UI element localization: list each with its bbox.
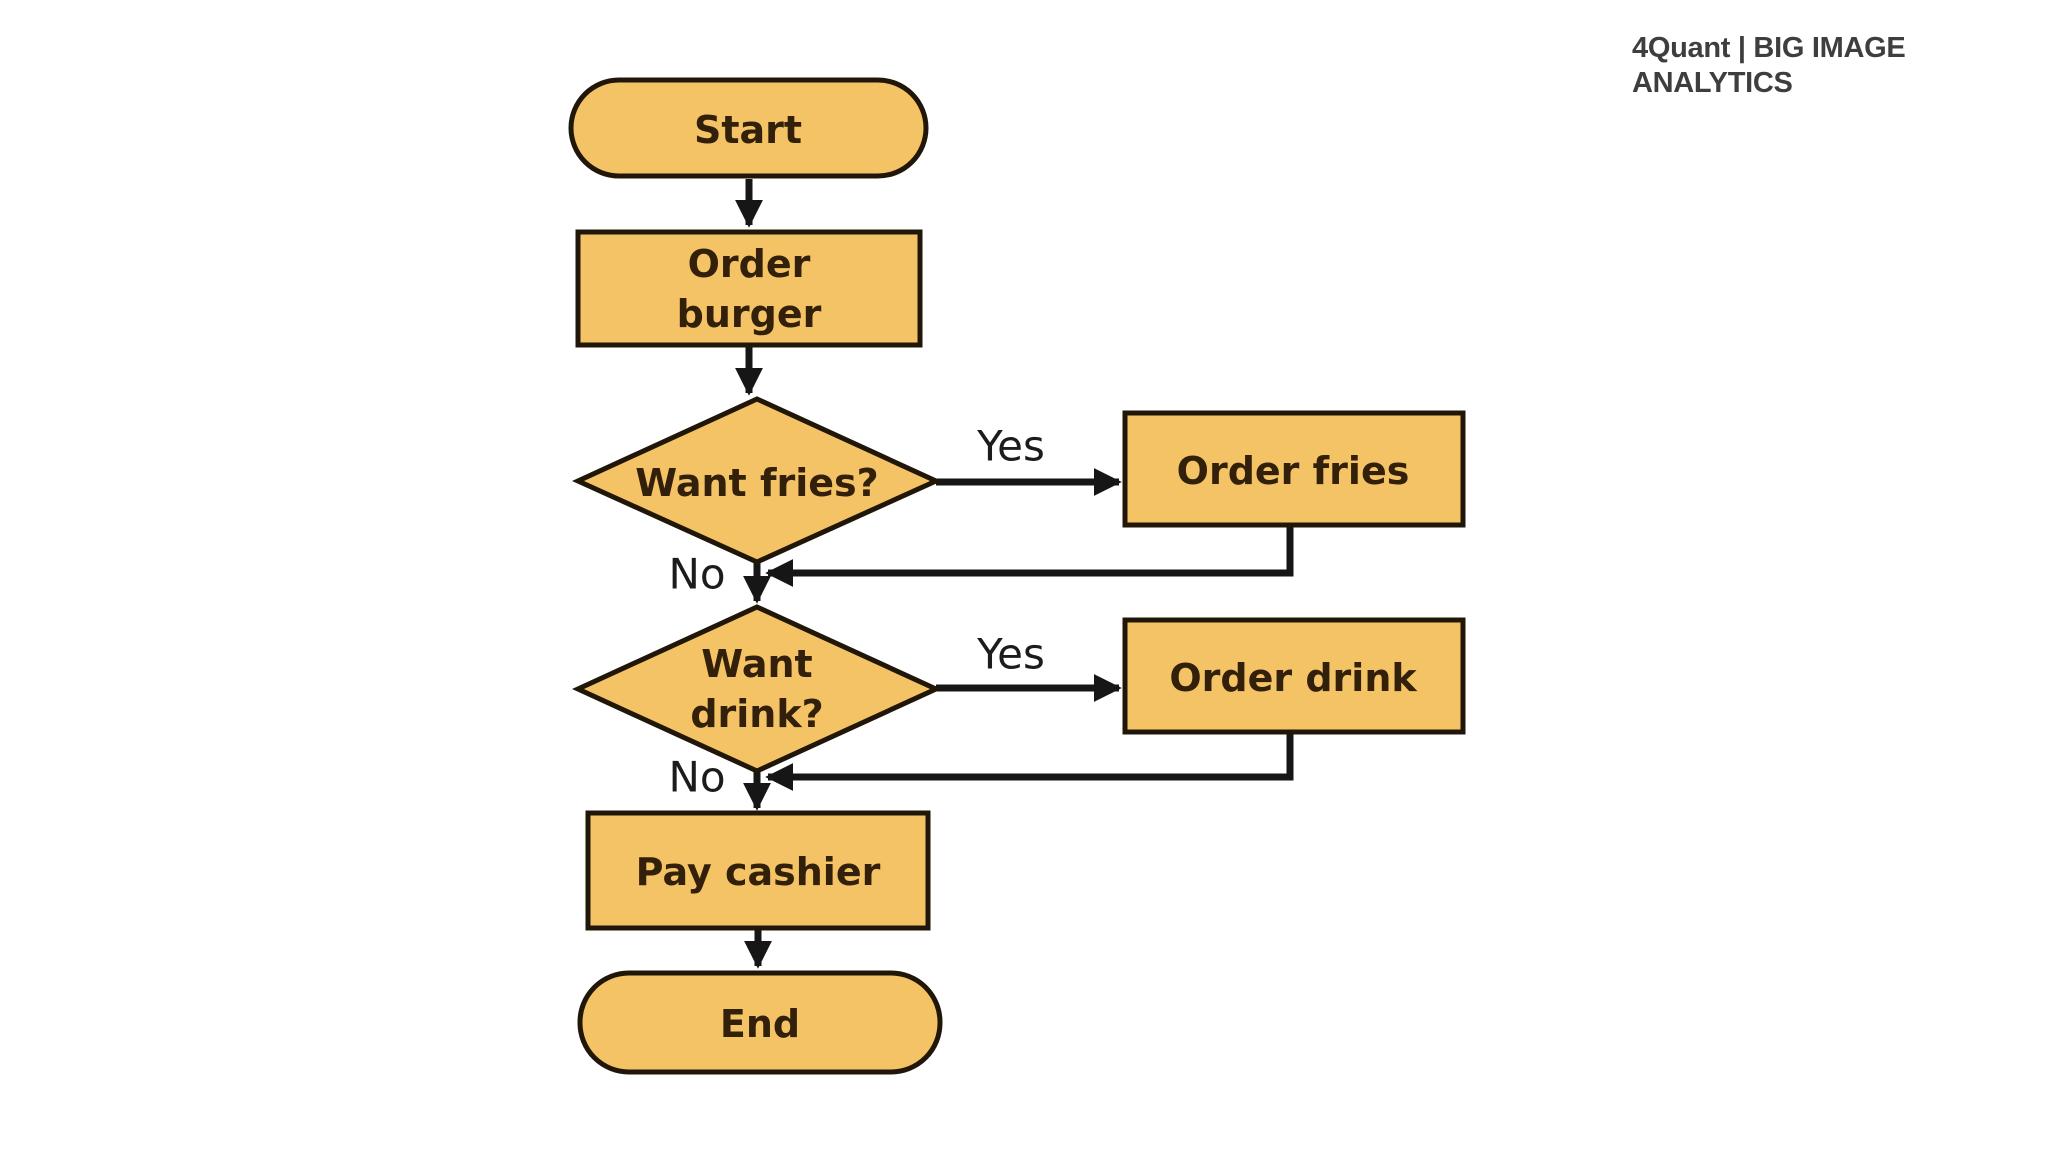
edge-order-fries-feedback <box>765 527 1294 587</box>
node-start: Start <box>568 77 929 179</box>
node-pay-cashier-label: Pay cashier <box>636 850 881 894</box>
node-order-burger: Order burger <box>575 229 923 348</box>
node-want-fries-label: Want fries? <box>635 461 878 505</box>
process-shape <box>575 229 923 348</box>
node-order-drink-label: Order drink <box>1169 656 1417 700</box>
edge-label-want-fries-yes: Yes <box>976 422 1045 471</box>
process-shape <box>1122 410 1466 528</box>
node-order-drink: Order drink <box>1122 617 1466 735</box>
node-want-fries: Want fries? <box>571 396 943 565</box>
brand-line-1: 4Quant | BIG IMAGE <box>1632 32 1906 64</box>
brand-logo: 4Quant | BIG IMAGE ANALYTICS <box>1632 31 1912 101</box>
node-order-fries-label: Order fries <box>1177 449 1410 493</box>
decision-shape <box>571 604 943 774</box>
edge-label-want-drink-yes: Yes <box>976 630 1045 679</box>
node-want-drink-label-line1: Want <box>701 642 812 686</box>
node-end: End <box>577 970 943 1075</box>
node-order-burger-label-line2: burger <box>677 292 822 336</box>
terminator-shape <box>568 77 929 179</box>
node-start-label: Start <box>694 108 802 152</box>
edge-order-drink-feedback <box>765 734 1294 791</box>
node-want-drink-label-line2: drink? <box>690 692 823 736</box>
terminator-shape <box>577 970 943 1075</box>
node-want-drink: Want drink? <box>571 604 943 774</box>
edge-label-want-fries-no: No <box>668 550 725 599</box>
process-shape <box>1122 617 1466 735</box>
brand-line-2: ANALYTICS <box>1632 67 1793 99</box>
decision-shape <box>571 396 943 565</box>
edge-label-want-drink-no: No <box>668 753 725 802</box>
node-order-fries: Order fries <box>1122 410 1466 528</box>
node-pay-cashier: Pay cashier <box>585 810 931 931</box>
process-shape <box>585 810 931 931</box>
node-order-burger-label-line1: Order <box>688 242 811 286</box>
node-end-label: End <box>720 1002 800 1046</box>
